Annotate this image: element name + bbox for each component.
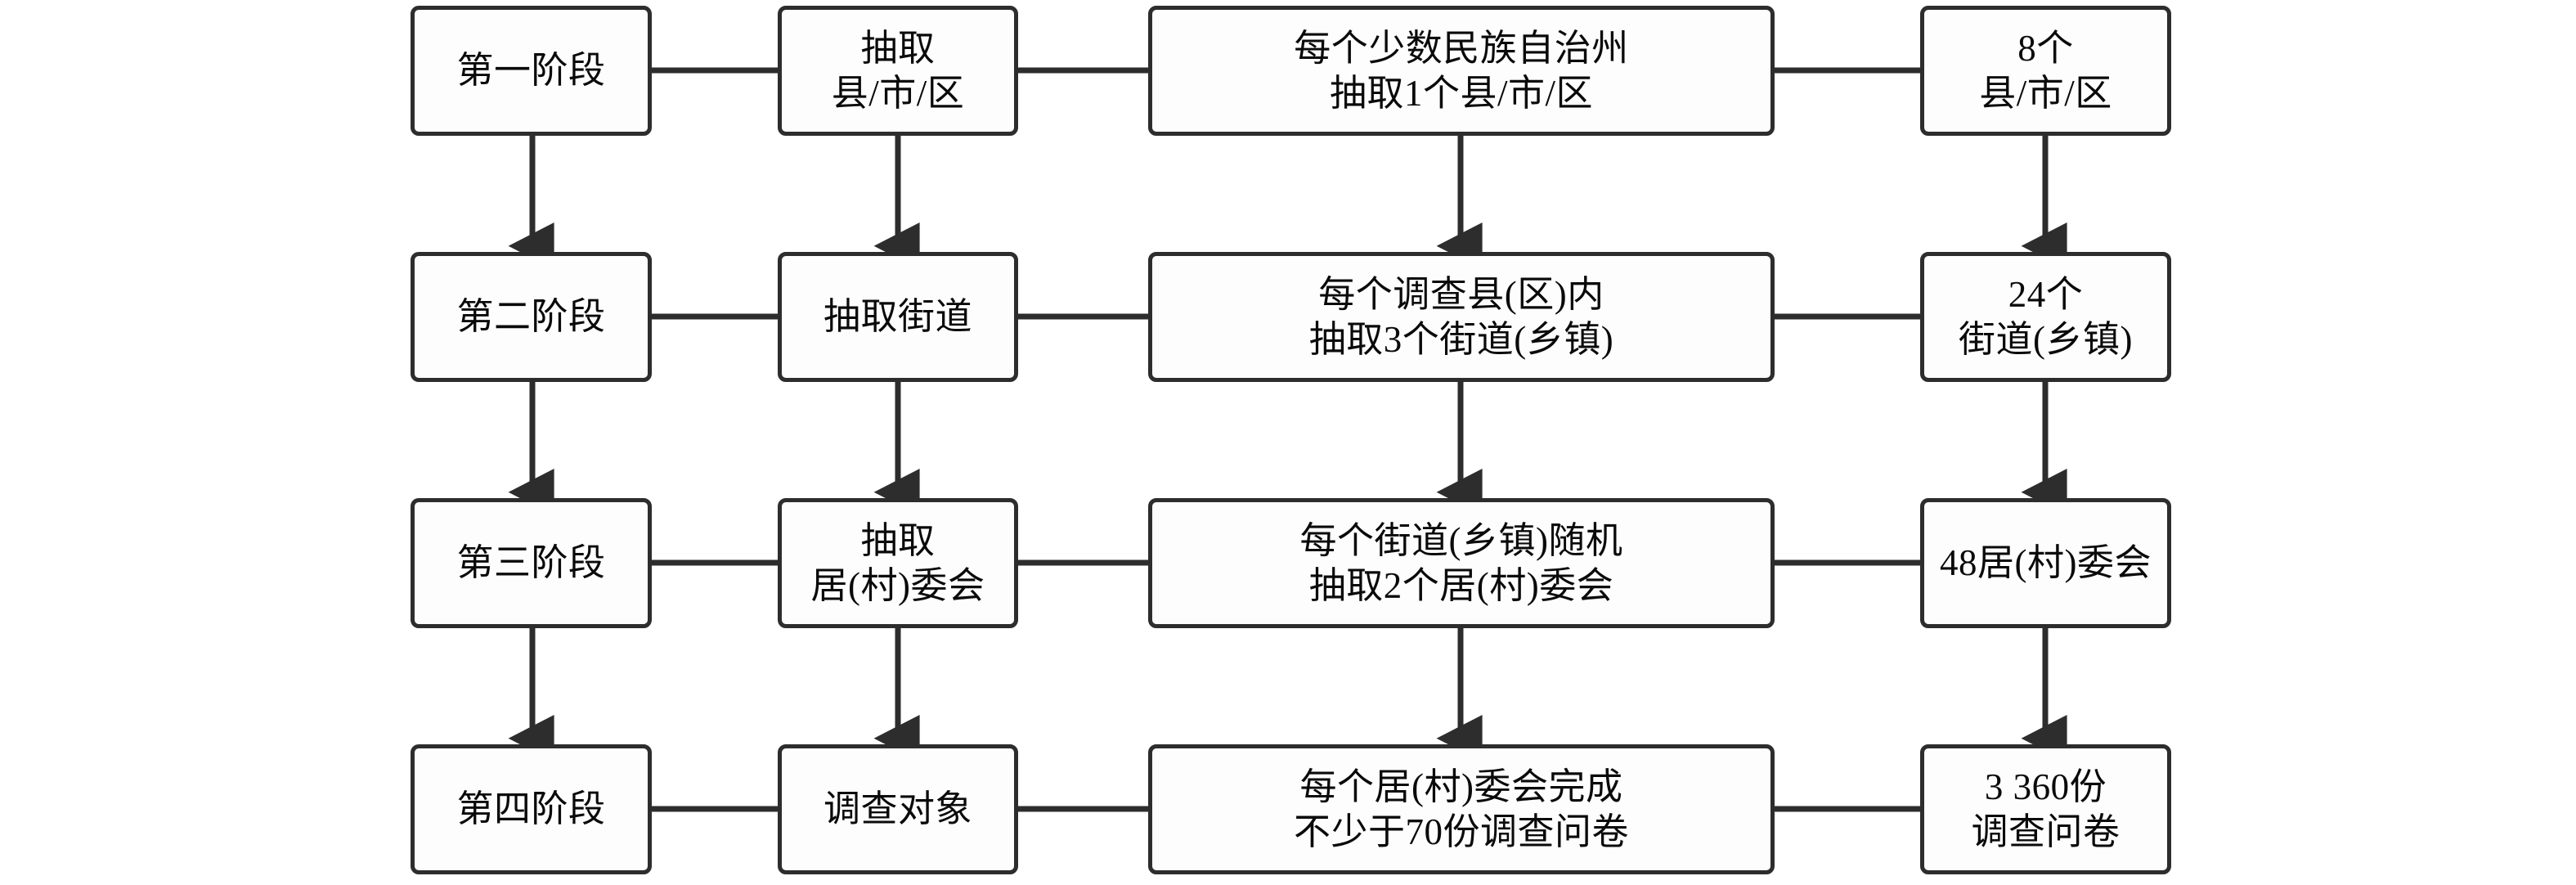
node-text-line: 第一阶段 — [456, 50, 606, 92]
node-stage-2-stage[interactable]: 第二阶段 — [411, 252, 652, 382]
node-text-line: 抽取1个县/市/区 — [1329, 72, 1593, 114]
node-stage-4-rule[interactable]: 每个居(村)委会完成 不少于70份调查问卷 — [1148, 744, 1775, 874]
node-text-line: 8个 — [2017, 27, 2074, 69]
horizontal-connectors — [652, 67, 1920, 812]
node-text-line: 24个 — [2008, 273, 2084, 315]
node-text-line: 抽取2个居(村)委会 — [1308, 564, 1614, 606]
node-stage-1-stage[interactable]: 第一阶段 — [411, 6, 652, 136]
node-text-line: 每个街道(乡镇)随机 — [1299, 519, 1623, 561]
node-stage-1-rule[interactable]: 每个少数民族自治州 抽取1个县/市/区 — [1148, 6, 1775, 136]
node-text-line: 街道(乡镇) — [1959, 318, 2133, 360]
node-text-line: 不少于70份调查问卷 — [1293, 811, 1629, 852]
node-stage-2-action[interactable]: 抽取街道 — [778, 252, 1018, 382]
node-text-line: 抽取 — [860, 519, 936, 561]
node-stage-1-result[interactable]: 8个 县/市/区 — [1920, 6, 2171, 136]
node-stage-3-action[interactable]: 抽取 居(村)委会 — [778, 498, 1018, 628]
node-stage-3-result[interactable]: 48居(村)委会 — [1920, 498, 2171, 628]
node-stage-3-rule[interactable]: 每个街道(乡镇)随机 抽取2个居(村)委会 — [1148, 498, 1775, 628]
node-stage-4-action[interactable]: 调查对象 — [778, 744, 1018, 874]
node-stage-4-result[interactable]: 3 360份 调查问卷 — [1920, 744, 2171, 874]
node-text-line: 第二阶段 — [456, 296, 606, 338]
node-text-line: 3 360份 — [1984, 766, 2107, 807]
node-stage-2-rule[interactable]: 每个调查县(区)内 抽取3个街道(乡镇) — [1148, 252, 1775, 382]
node-text-line: 抽取街道 — [823, 296, 972, 338]
node-text-line: 抽取 — [860, 27, 936, 69]
node-text-line: 县/市/区 — [1979, 72, 2112, 114]
node-text-line: 每个少数民族自治州 — [1294, 27, 1629, 69]
node-stage-4-stage[interactable]: 第四阶段 — [411, 744, 652, 874]
node-text-line: 48居(村)委会 — [1940, 542, 2152, 584]
node-text-line: 第四阶段 — [456, 788, 606, 830]
node-text-line: 第三阶段 — [456, 542, 606, 584]
node-text-line: 县/市/区 — [831, 72, 965, 114]
node-stage-3-stage[interactable]: 第三阶段 — [411, 498, 652, 628]
node-text-line: 每个调查县(区)内 — [1318, 273, 1604, 315]
node-stage-2-result[interactable]: 24个 街道(乡镇) — [1920, 252, 2171, 382]
vertical-arrows — [508, 136, 2067, 762]
node-text-line: 抽取3个街道(乡镇) — [1308, 318, 1614, 360]
node-text-line: 调查问卷 — [1971, 811, 2120, 852]
node-text-line: 居(村)委会 — [810, 564, 985, 606]
node-text-line: 调查对象 — [823, 788, 972, 830]
node-text-line: 每个居(村)委会完成 — [1299, 766, 1623, 807]
node-stage-1-action[interactable]: 抽取 县/市/区 — [778, 6, 1018, 136]
